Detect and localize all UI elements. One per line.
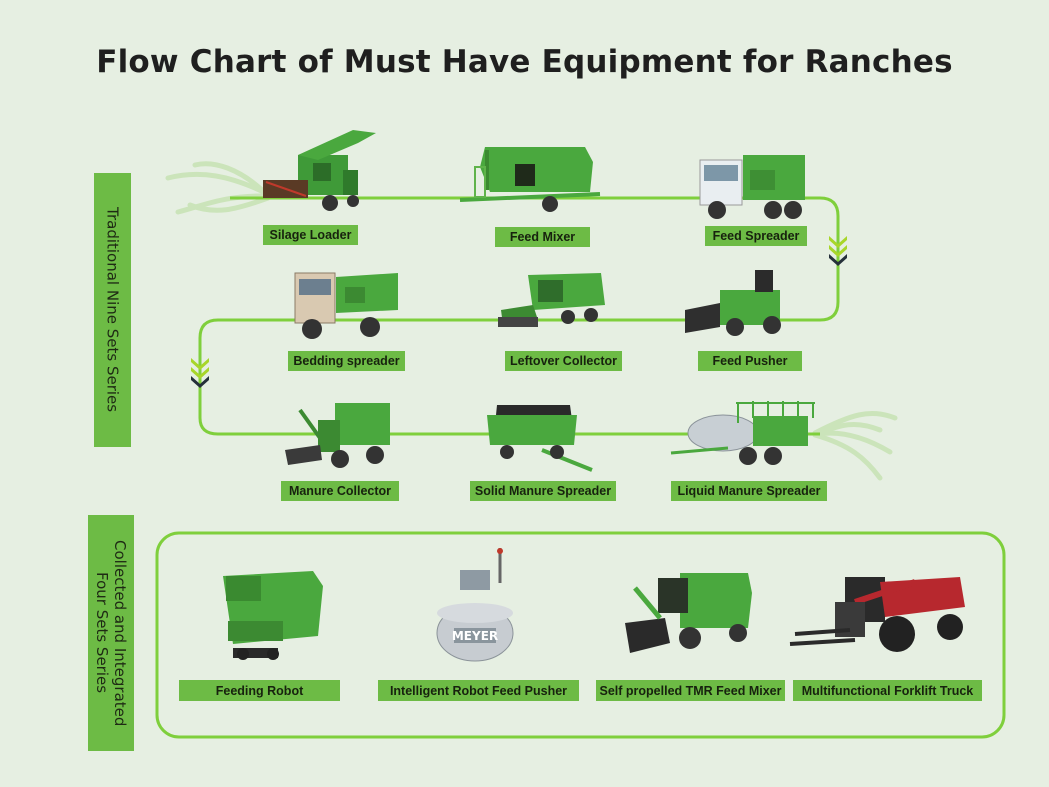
- liquid-manure-spreader-icon: [670, 401, 815, 465]
- series-label-collected: Collected and Integrated Four Sets Serie…: [88, 515, 134, 751]
- bedding-spreader-truck-icon: [294, 272, 398, 339]
- label-intelligent-robot-feed-pusher: Intelligent Robot Feed Pusher: [378, 680, 579, 701]
- label-solid-manure-spreader: Solid Manure Spreader: [470, 481, 616, 501]
- label-leftover-collector: Leftover Collector: [505, 351, 622, 371]
- label-bedding-spreader: Bedding spreader: [288, 351, 405, 371]
- label-liquid-manure-spreader: Liquid Manure Spreader: [671, 481, 827, 501]
- left-wisp-decoration: [165, 161, 273, 215]
- label-feed-mixer: Feed Mixer: [495, 227, 590, 247]
- page-title: Flow Chart of Must Have Equipment for Ra…: [96, 44, 953, 80]
- series-label-collected-text: Collected and Integrated Four Sets Serie…: [93, 539, 129, 727]
- feed-mixer-icon: [459, 147, 601, 212]
- chevron-down-icon: [191, 358, 209, 388]
- label-self-propelled-tmr-feed-mixer: Self propelled TMR Feed Mixer: [596, 680, 785, 701]
- label-manure-collector: Manure Collector: [281, 481, 399, 501]
- forklift-truck-icon: [789, 577, 965, 652]
- label-feed-spreader: Feed Spreader: [705, 226, 807, 246]
- label-multifunctional-forklift-truck: Multifunctional Forklift Truck: [793, 680, 982, 701]
- right-wisp-decoration: [812, 410, 898, 481]
- tmr-feed-mixer-icon: [625, 573, 752, 653]
- label-feeding-robot: Feeding Robot: [179, 680, 340, 701]
- series-label-traditional: Traditional Nine Sets Series: [94, 173, 131, 447]
- leftover-collector-icon: [498, 273, 605, 327]
- series-label-traditional-text: Traditional Nine Sets Series: [103, 207, 122, 413]
- feed-spreader-truck-icon: [699, 155, 805, 219]
- collected-series-frame: [155, 531, 1006, 739]
- robot-feed-pusher-icon: MEYER: [436, 548, 514, 662]
- chevron-down-icon: [829, 236, 847, 266]
- feed-pusher-icon: [685, 270, 781, 336]
- label-feed-pusher: Feed Pusher: [698, 351, 802, 371]
- solid-manure-spreader-icon: [487, 405, 593, 472]
- robot-logo-text: MEYER: [452, 629, 498, 643]
- feeding-robot-icon: [223, 571, 323, 660]
- silage-loader-icon: [263, 130, 376, 211]
- label-silage-loader: Silage Loader: [263, 225, 358, 245]
- manure-collector-icon: [285, 403, 390, 468]
